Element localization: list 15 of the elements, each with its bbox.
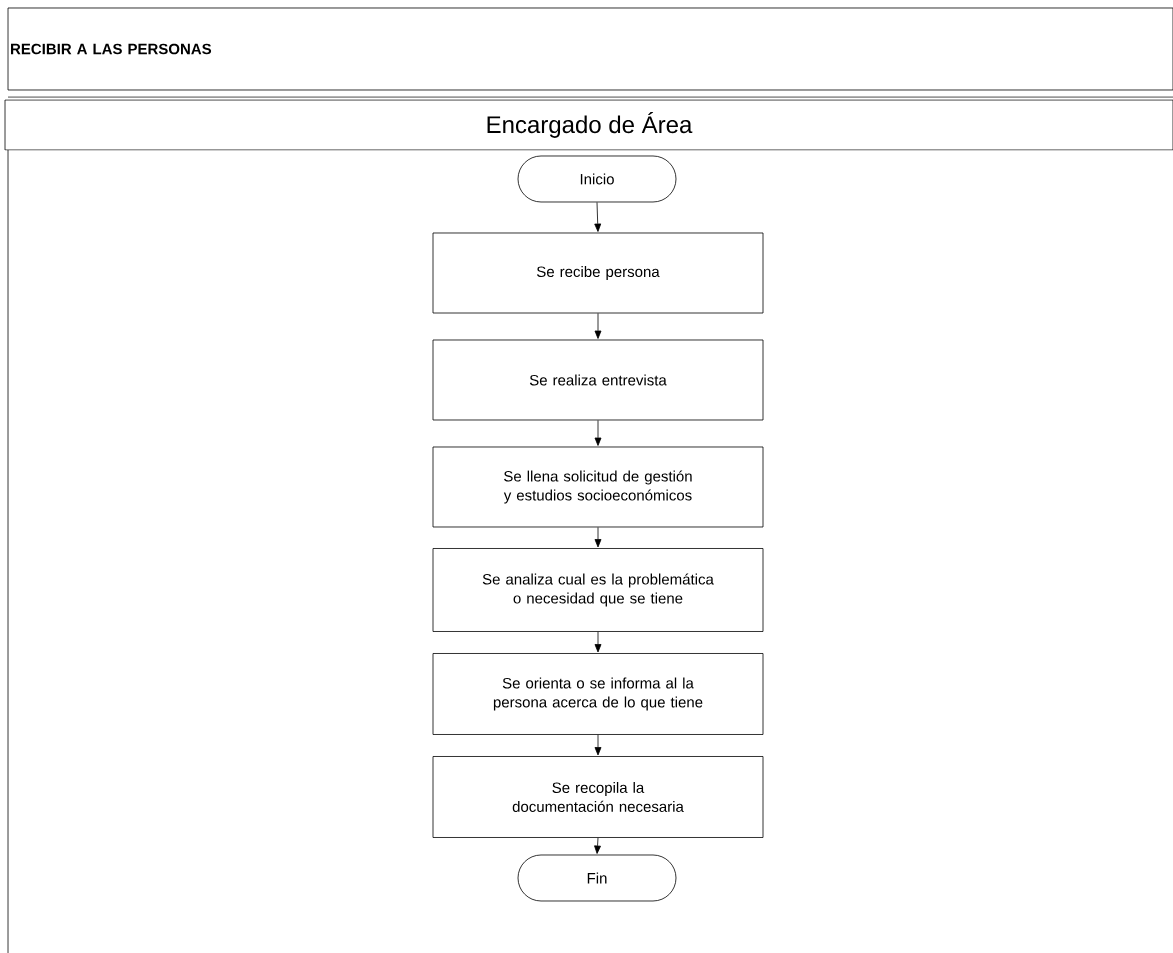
arrow — [594, 837, 601, 854]
process-box: Se analiza cual es la problemática o necesidad que se tiene — [432, 548, 764, 632]
arrow — [594, 734, 602, 756]
lane-header: Encargado de Área — [4, 99, 1173, 151]
process-box: Se recopila la documentación necesaria — [432, 756, 764, 838]
process-box: Se llena solicitud de gestión y estudios socioeconómicos — [432, 446, 764, 528]
process-box: Se realiza entrevista — [432, 339, 764, 421]
process-box: Se orienta o se informa al la persona acerca de lo que tiene — [432, 653, 764, 735]
arrow — [594, 202, 602, 232]
arrow — [594, 527, 602, 548]
arrow — [594, 313, 602, 339]
arrow — [594, 631, 602, 653]
arrow — [594, 420, 602, 446]
title-box: RECIBIR A LAS PERSONAS — [7, 7, 1173, 91]
process-box: Se recibe persona — [432, 232, 764, 314]
